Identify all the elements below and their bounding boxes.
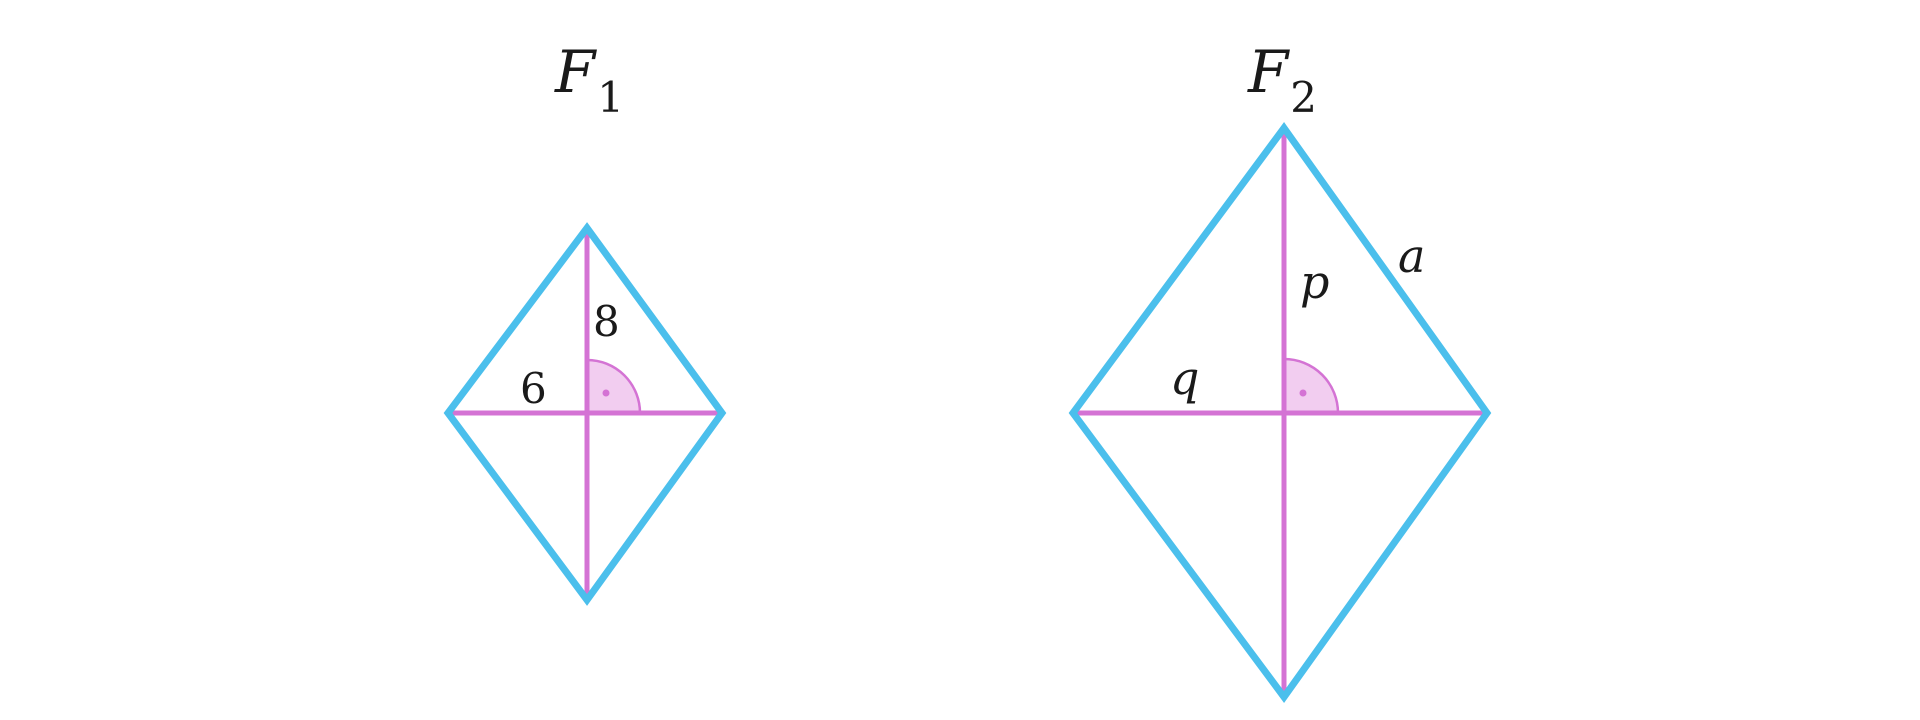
- figure-f2-rhombus-outline: [1068, 122, 1492, 703]
- figure-f1-rhombus-outline: [443, 222, 727, 606]
- figure-f1-label-vertical: 8: [593, 297, 620, 346]
- figure-f1-right-angle-dot: [602, 389, 610, 397]
- figure-f2-right-angle-marker: [1282, 357, 1340, 415]
- figure-f2-right-angle-dot: [1299, 389, 1307, 397]
- figure-f1-title-letter: F: [554, 38, 597, 106]
- figure-f1: F1 8 6: [443, 38, 727, 606]
- figure-f1-right-angle-marker: [585, 358, 642, 415]
- figure-f2-label-vertical: p: [1300, 255, 1329, 309]
- figure-f1-title: F1: [554, 38, 624, 122]
- figure-f2: F2 p q a: [1068, 38, 1492, 703]
- figure-f2-label-horizontal: q: [1170, 351, 1199, 405]
- figure-f2-title: F2: [1247, 38, 1317, 122]
- figure-f2-title-letter: F: [1247, 38, 1290, 106]
- figure-f1-label-horizontal: 6: [520, 364, 547, 413]
- figure-f1-title-subscript: 1: [597, 73, 624, 122]
- figure-f2-label-side: a: [1398, 229, 1425, 283]
- figure-f2-title-subscript: 2: [1290, 73, 1317, 122]
